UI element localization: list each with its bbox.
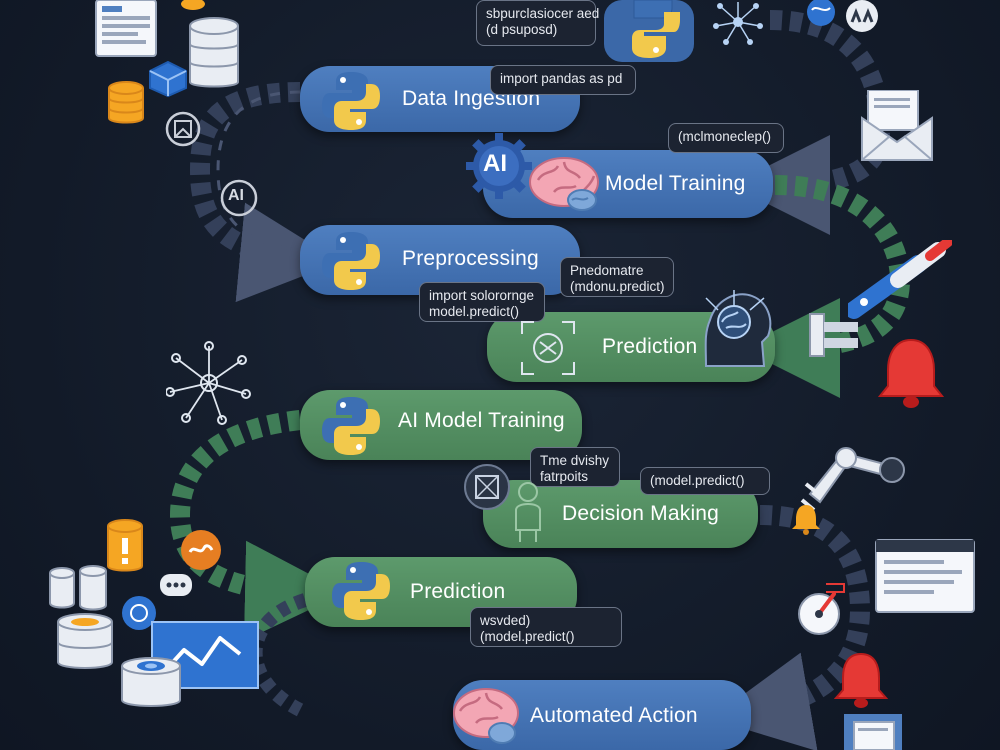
code-snippet-predict-note: Pnedomatre (mdonu.predict) bbox=[560, 257, 674, 297]
brain-icon bbox=[529, 157, 599, 211]
code-snippet-top: sbpurclasiocer aed (d psuposd) bbox=[476, 0, 599, 46]
flow-arrow-upper-left bbox=[189, 82, 340, 303]
flow-arrow-left-middle bbox=[169, 410, 345, 641]
globe-icon bbox=[807, 0, 835, 26]
python-logo-icon bbox=[322, 72, 380, 130]
flow-arrow-left-lower bbox=[248, 593, 308, 717]
stage-label: Automated Action bbox=[530, 704, 698, 727]
flow-arrow-top-right bbox=[730, 10, 891, 235]
neural-network-icon bbox=[713, 2, 763, 45]
document-icon bbox=[95, 0, 157, 57]
target-frame-icon bbox=[521, 321, 575, 375]
alarm-bell-icon bbox=[878, 338, 944, 408]
connector-bracket-icon bbox=[809, 313, 858, 357]
database-icon bbox=[121, 657, 181, 707]
document-stack-icon bbox=[844, 714, 902, 750]
ai-chip-icon bbox=[466, 133, 532, 199]
code-snippet-training: (mclmoneclep() bbox=[668, 123, 784, 153]
code-snippet-prediction-2: wsvded) (model.predict() bbox=[470, 607, 622, 647]
warning-cylinder-icon bbox=[107, 519, 143, 572]
python-logo-icon bbox=[604, 0, 694, 62]
neural-network-icon bbox=[166, 341, 251, 425]
robotic-arm-icon bbox=[800, 447, 905, 512]
ai-ring-label: AI bbox=[228, 187, 244, 204]
chat-bubble-icon bbox=[160, 574, 192, 596]
python-logo-icon bbox=[322, 232, 380, 290]
brain-icon bbox=[453, 688, 519, 744]
wifi-signal-icon bbox=[846, 0, 878, 32]
laser-pointer-icon bbox=[848, 240, 952, 319]
database-icon bbox=[49, 565, 107, 611]
stage-label: Prediction bbox=[410, 580, 506, 603]
flow-arrow-right-lower bbox=[710, 505, 871, 750]
gear-icon bbox=[464, 464, 510, 510]
server-stack-icon bbox=[189, 17, 239, 88]
stage-label: AI Model Training bbox=[398, 409, 565, 432]
robot-figure-icon bbox=[515, 482, 541, 542]
stage-label: Prediction bbox=[602, 335, 698, 358]
code-snippet-ai-training: Tme dvishy fatrpoits bbox=[530, 447, 620, 487]
alarm-bell-icon bbox=[834, 652, 888, 708]
ai-ring-icon bbox=[220, 179, 258, 217]
code-snippet-preprocessing: import solorornge model.predict() bbox=[419, 282, 545, 322]
gauge-icon bbox=[798, 583, 845, 635]
chat-bubble-icon bbox=[181, 530, 221, 570]
server-stack-icon bbox=[57, 613, 113, 669]
code-snippet-decision: (model.predict() bbox=[640, 467, 770, 495]
image-frame-icon bbox=[165, 111, 201, 147]
python-logo-icon bbox=[332, 562, 390, 620]
ai-head-icon bbox=[704, 290, 772, 367]
envelope-icon bbox=[861, 90, 933, 161]
code-snippet-ingestion: import pandas as pd bbox=[490, 65, 636, 95]
stage-label: Preprocessing bbox=[402, 247, 539, 270]
ai-badge-label: AI bbox=[483, 150, 507, 177]
alarm-bell-icon bbox=[792, 505, 820, 535]
stage-label: Decision Making bbox=[562, 502, 720, 525]
database-icon bbox=[108, 81, 144, 124]
cube-icon bbox=[149, 60, 187, 98]
browser-window-icon bbox=[875, 539, 975, 613]
compass-icon bbox=[122, 596, 156, 630]
stage-label: Model Training bbox=[605, 172, 746, 195]
python-logo-icon bbox=[322, 397, 380, 455]
database-icon bbox=[181, 0, 205, 10]
